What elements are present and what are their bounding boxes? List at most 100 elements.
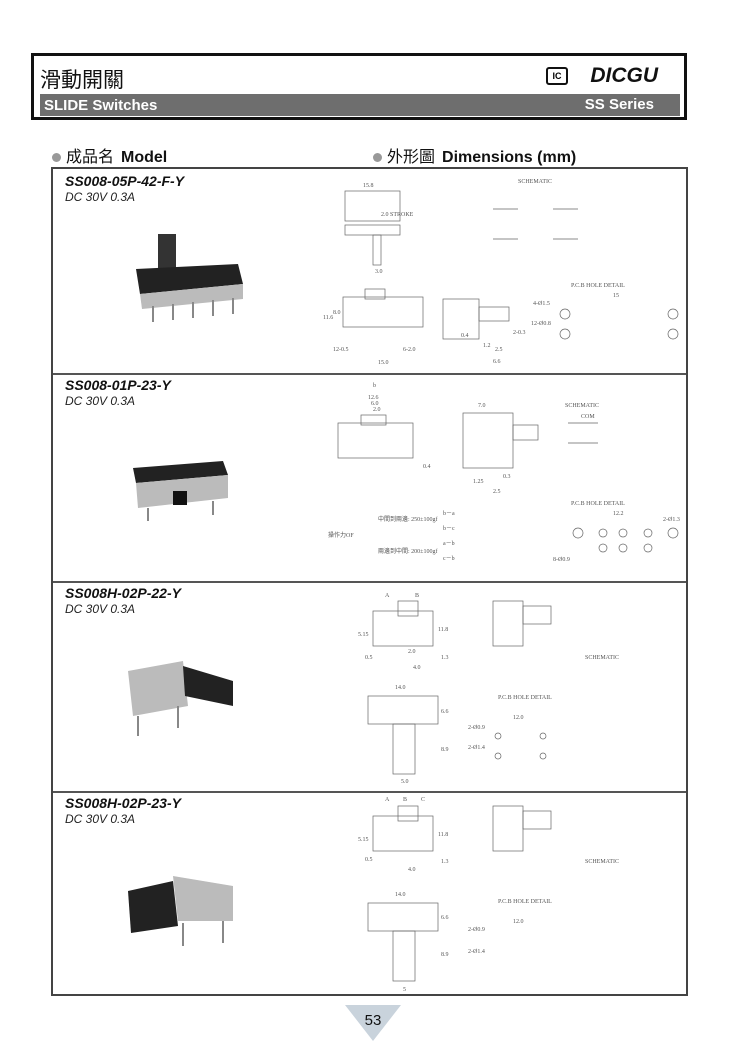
svg-text:7.0: 7.0 [478,403,486,409]
svg-text:12.0: 12.0 [513,715,524,721]
svg-text:12.6: 12.6 [368,395,379,401]
svg-text:6-2.0: 6-2.0 [403,347,416,353]
svg-text:兩邊到中間: 200±100gf: 兩邊到中間: 200±100gf [378,547,437,555]
svg-text:6.0: 6.0 [371,401,379,407]
svg-text:14.0: 14.0 [395,892,406,898]
svg-text:6.6: 6.6 [493,359,501,365]
svg-text:14.0: 14.0 [395,685,406,691]
svg-text:2-0.3: 2-0.3 [513,330,526,336]
svg-text:P.C.B HOLE DETAIL: P.C.B HOLE DETAIL [571,501,625,507]
svg-text:0.4: 0.4 [461,333,469,339]
svg-text:COM: COM [581,414,595,420]
svg-text:15.8: 15.8 [363,183,374,189]
svg-text:C: C [421,797,425,803]
page-number-tab: 53 [345,1005,401,1041]
subtitle: SLIDE Switches [44,97,158,114]
svg-text:11.6: 11.6 [323,315,333,321]
svg-text:4-Ø1.5: 4-Ø1.5 [533,301,550,307]
product-photo [133,461,228,521]
product-row: SS008-05P-42-F-Y DC 30V 0.3A 15.8 2.0 ST… [53,169,686,375]
svg-text:2-Ø1.3: 2-Ø1.3 [663,517,680,523]
page-number: 53 [364,1012,382,1029]
product-photo [128,661,233,736]
svg-text:4.0: 4.0 [408,867,416,873]
dimension-drawing: 15.8 2.0 STROKE SCHEMATIC P.C.B HOLE DET… [323,179,679,366]
dimension-drawing: A B C 5.15 11.8 0.5 4.0 1.3 14.0 6.6 8.9… [358,797,619,993]
svg-text:2-Ø1.4: 2-Ø1.4 [468,745,485,751]
svg-text:11.8: 11.8 [438,627,448,633]
svg-text:8.9: 8.9 [441,952,449,958]
svg-text:1.3: 1.3 [441,859,449,865]
svg-text:SCHEMATIC: SCHEMATIC [565,403,599,409]
brand-name: DICGU [590,64,658,87]
svg-text:A: A [385,593,390,599]
svg-text:12.2: 12.2 [613,511,624,517]
svg-text:5: 5 [403,987,406,993]
svg-text:5.15: 5.15 [358,632,369,638]
svg-text:15.0: 15.0 [378,360,389,366]
dimension-drawing: b 12.6 6.0 2.0 7.0 SCHEMATIC COM P.C.B H… [328,383,680,563]
title-zh: 滑動開關 [40,69,124,92]
svg-text:11.8: 11.8 [438,832,448,838]
svg-text:6.6: 6.6 [441,709,449,715]
product-photo [136,234,243,322]
product-row: SS008H-02P-23-Y DC 30V 0.3A A B C 5.15 1… [53,791,686,996]
svg-text:P.C.B HOLE DETAIL: P.C.B HOLE DETAIL [498,695,552,701]
svg-text:c－b: c－b [443,556,455,562]
product-row: SS008-01P-23-Y DC 30V 0.3A b 12.6 6.0 2.… [53,373,686,583]
svg-text:操作力OF: 操作力OF [328,531,354,539]
svg-text:2-Ø0.9: 2-Ø0.9 [468,725,485,731]
model-spec: DC 30V 0.3A [65,602,136,616]
svg-text:8.9: 8.9 [441,747,449,753]
model-spec: DC 30V 0.3A [65,812,136,826]
model-name: SS008-05P-42-F-Y [65,173,185,189]
svg-text:SCHEMATIC: SCHEMATIC [585,859,619,865]
dimension-drawing: A B 5.15 11.8 2.0 0.5 4.0 1.3 14.0 6.6 8… [358,593,619,785]
svg-text:P.C.B HOLE DETAIL: P.C.B HOLE DETAIL [571,283,625,289]
brand-logo: IC [546,67,568,85]
page-header: 滑動開關 IC DICGU SLIDE Switches SS Series [31,53,687,120]
svg-text:0.5: 0.5 [365,655,373,661]
svg-text:中間到兩邊: 250±100gf: 中間到兩邊: 250±100gf [378,515,437,523]
svg-text:1.25: 1.25 [473,479,484,485]
svg-text:SCHEMATIC: SCHEMATIC [518,179,552,185]
product-row: SS008H-02P-22-Y DC 30V 0.3A A B 5.15 11.… [53,581,686,793]
svg-text:b－a: b－a [443,511,455,517]
svg-text:8-Ø0.9: 8-Ø0.9 [553,557,570,563]
svg-text:2.0: 2.0 [408,649,416,655]
svg-text:12-0.5: 12-0.5 [333,347,349,353]
svg-text:B: B [415,593,419,599]
product-table: SS008-05P-42-F-Y DC 30V 0.3A 15.8 2.0 ST… [51,167,688,996]
svg-text:3.0: 3.0 [375,269,383,275]
svg-text:2-Ø0.9: 2-Ø0.9 [468,927,485,933]
model-name: SS008H-02P-23-Y [65,795,181,811]
model-name: SS008H-02P-22-Y [65,585,181,601]
svg-text:12.0: 12.0 [513,919,524,925]
svg-text:0.5: 0.5 [365,857,373,863]
series: SS Series [584,96,654,113]
model-spec: DC 30V 0.3A [65,190,136,204]
svg-text:2.5: 2.5 [493,489,501,495]
svg-text:8.0: 8.0 [333,310,341,316]
svg-text:0.4: 0.4 [423,464,431,470]
svg-text:15: 15 [613,293,619,299]
label-b: b [373,383,376,389]
svg-text:5.0: 5.0 [401,779,409,785]
svg-text:2.5: 2.5 [495,347,503,353]
svg-text:2.0: 2.0 [373,407,381,413]
product-photo [128,876,233,946]
svg-text:5.15: 5.15 [358,837,369,843]
svg-text:2.0 STROKE: 2.0 STROKE [381,212,414,218]
model-spec: DC 30V 0.3A [65,394,136,408]
svg-text:6.6: 6.6 [441,915,449,921]
svg-text:12-Ø0.8: 12-Ø0.8 [531,321,551,327]
svg-text:b－c: b－c [443,526,455,532]
svg-text:A: A [385,797,390,803]
svg-text:SCHEMATIC: SCHEMATIC [585,655,619,661]
svg-text:a－b: a－b [443,541,455,547]
svg-text:0.3: 0.3 [503,474,511,480]
svg-text:P.C.B HOLE DETAIL: P.C.B HOLE DETAIL [498,899,552,905]
